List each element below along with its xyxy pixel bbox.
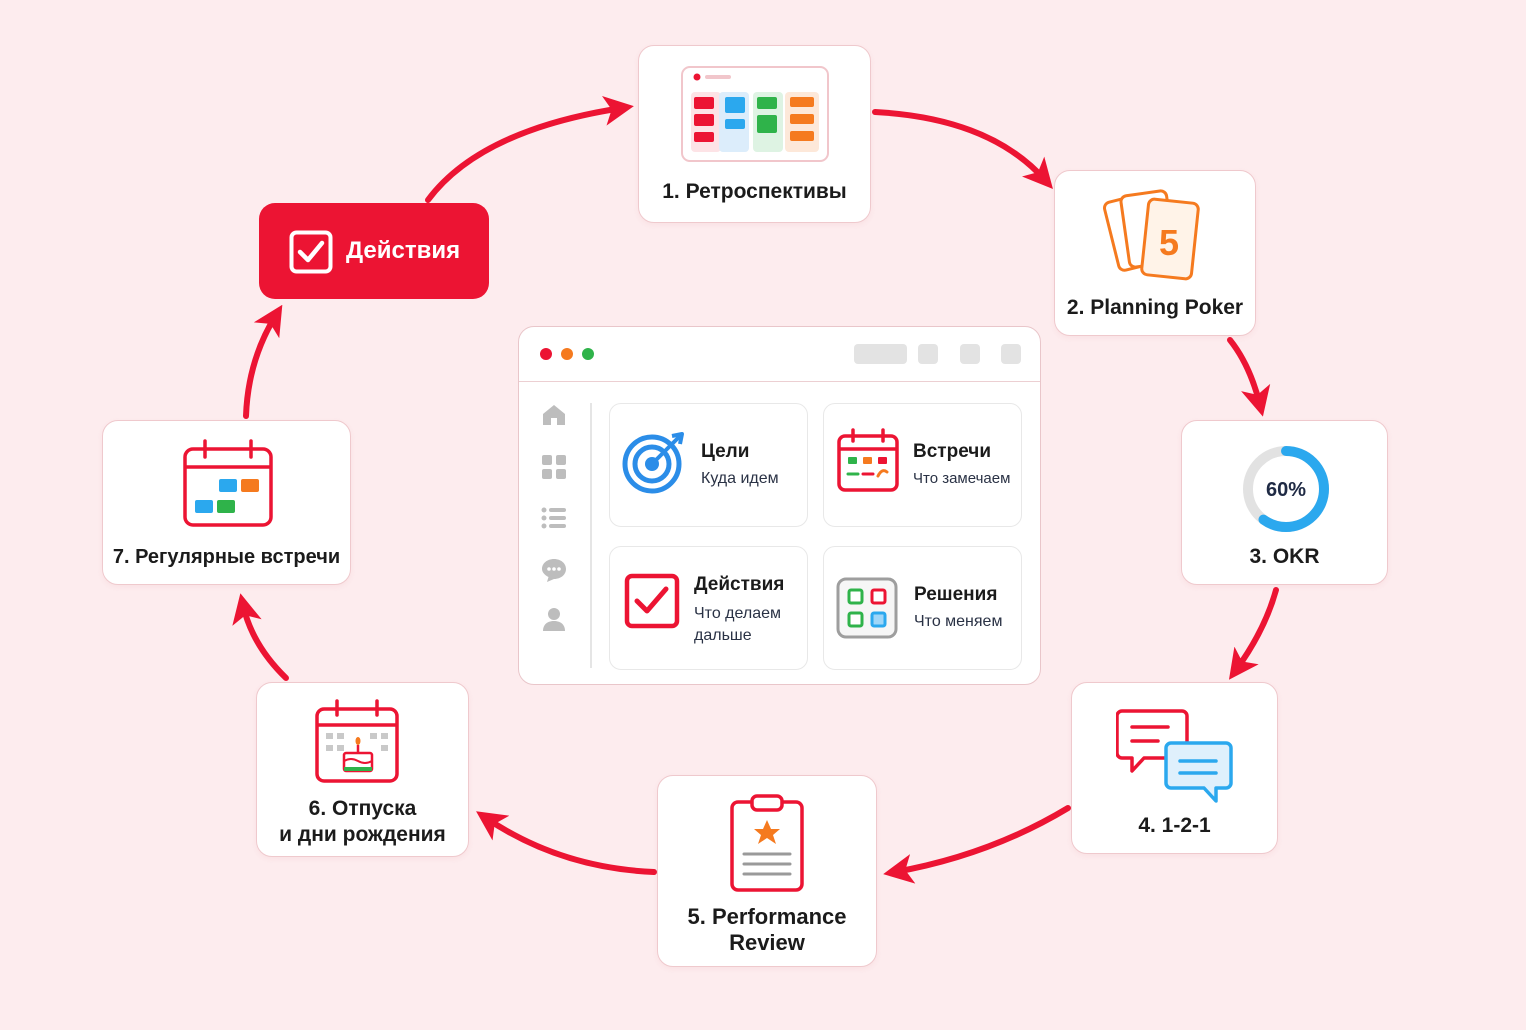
user-icon[interactable]	[541, 606, 567, 632]
app-window: Цели Куда идем Встречи Что замечаем	[518, 326, 1041, 685]
tile-actions-subtitle-line2: дальше	[694, 627, 752, 644]
toolbar-search-placeholder[interactable]	[854, 344, 907, 364]
planning-poker-card[interactable]: 5 2. Planning Poker	[1054, 170, 1256, 336]
okr-label: 3. OKR	[1249, 545, 1320, 568]
vacations-label-line1: 6. Отпуска	[308, 797, 417, 820]
target-icon	[622, 432, 684, 494]
tile-decisions[interactable]: Решения Что меняем	[823, 546, 1022, 670]
tile-meetings[interactable]: Встречи Что замечаем	[823, 403, 1022, 527]
checkbox-icon	[289, 230, 333, 274]
tile-decisions-subtitle: Что меняем	[914, 613, 1003, 630]
vacations-label-line2: и дни рождения	[279, 823, 446, 846]
window-minimize-dot[interactable]	[561, 348, 573, 360]
tile-goals[interactable]: Цели Куда идем	[609, 403, 808, 527]
regular-meetings-card[interactable]: 7. Регулярные встречи	[102, 420, 351, 585]
meetings-calendar-icon	[837, 428, 899, 492]
one-on-one-label: 4. 1-2-1	[1138, 814, 1211, 837]
performance-review-card[interactable]: 5. Performance Review	[657, 775, 877, 967]
okr-card[interactable]: 60% 3. OKR	[1181, 420, 1388, 585]
toolbar-button-1[interactable]	[918, 344, 938, 364]
kanban-board-icon	[681, 66, 829, 162]
toolbar-button-3[interactable]	[1001, 344, 1021, 364]
tile-meetings-subtitle: Что замечаем	[913, 470, 1011, 487]
retro-label: 1. Ретроспективы	[662, 180, 847, 203]
tile-goals-subtitle: Куда идем	[701, 470, 779, 487]
birthday-calendar-icon	[315, 699, 399, 783]
window-maximize-dot[interactable]	[582, 348, 594, 360]
planning-poker-label: 2. Planning Poker	[1066, 296, 1244, 319]
tile-goals-title: Цели	[701, 441, 750, 462]
calendar-icon	[183, 439, 273, 527]
tile-actions[interactable]: Действия Что делаем дальше	[609, 546, 808, 670]
actions-pill-label: Действия	[346, 237, 461, 264]
tile-decisions-title: Решения	[914, 584, 998, 605]
arrow-retro-to-poker	[872, 109, 1053, 189]
tile-meetings-title: Встречи	[913, 441, 992, 462]
regular-meetings-label: 7. Регулярные встречи	[112, 546, 341, 568]
chat-icon[interactable]	[541, 557, 567, 583]
arrow-121-to-review	[883, 805, 1071, 884]
chat-bubbles-icon	[1116, 709, 1233, 803]
arrow-meetings-to-actions	[243, 304, 283, 419]
sidebar-divider	[590, 403, 592, 668]
poker-card-value: 5	[1159, 222, 1179, 263]
tile-actions-subtitle-line1: Что делаем	[694, 605, 781, 622]
playing-cards-icon: 5	[1102, 189, 1200, 281]
window-titlebar	[519, 327, 1040, 382]
arrow-review-to-vacations	[476, 811, 657, 875]
grid-icon[interactable]	[541, 454, 567, 480]
arrow-actions-to-retro	[425, 95, 634, 203]
actions-pill[interactable]: Действия	[259, 203, 489, 299]
retro-card[interactable]: 1. Ретроспективы	[638, 45, 871, 223]
vacations-card[interactable]: 6. Отпуска и дни рождения	[256, 682, 469, 857]
tile-actions-title: Действия	[694, 574, 785, 595]
home-icon[interactable]	[541, 403, 567, 427]
arrow-vacations-to-meetings	[232, 593, 289, 681]
arrow-poker-to-okr	[1227, 337, 1271, 417]
decisions-grid-icon	[836, 577, 898, 639]
performance-review-label-line1: 5. Performance	[687, 904, 847, 929]
list-icon[interactable]	[541, 507, 567, 529]
one-on-one-card[interactable]: 4. 1-2-1	[1071, 682, 1278, 854]
okr-percent: 60%	[1266, 479, 1306, 501]
toolbar-button-2[interactable]	[960, 344, 980, 364]
performance-review-label-line2: Review	[729, 930, 805, 955]
checkbox-icon	[624, 573, 680, 629]
window-close-dot[interactable]	[540, 348, 552, 360]
clipboard-star-icon	[730, 794, 804, 892]
vacations-label: 6. Отпуска и дни рождения	[257, 796, 468, 848]
arrow-okr-to-121	[1228, 587, 1279, 680]
okr-progress-ring-icon: 60%	[1243, 446, 1329, 532]
performance-review-label: 5. Performance Review	[658, 904, 876, 956]
